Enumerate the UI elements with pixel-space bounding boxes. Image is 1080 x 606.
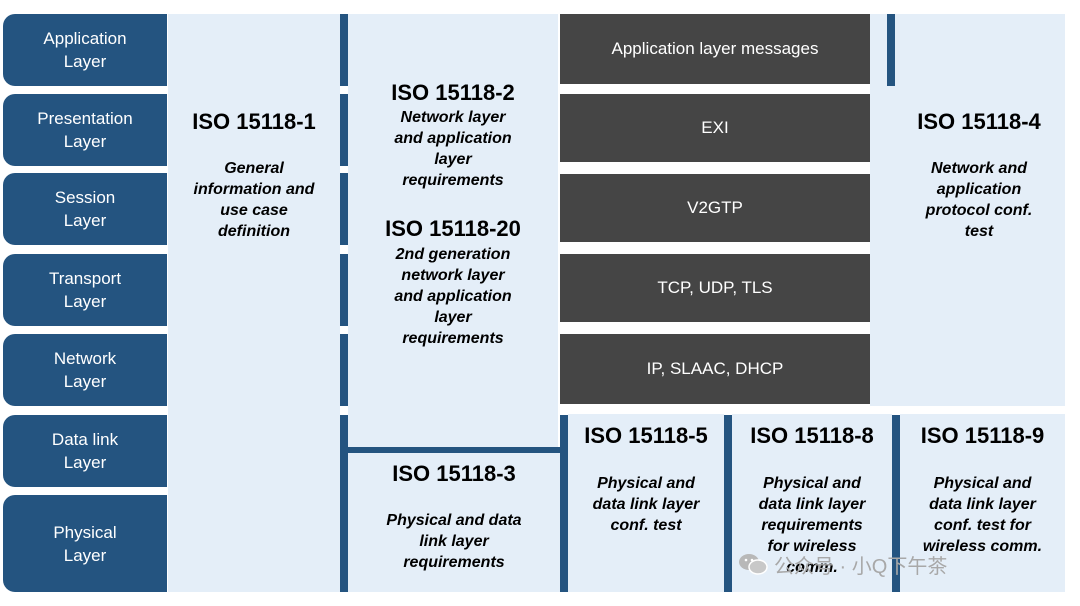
separator	[724, 415, 732, 592]
iso-15118-3-panel	[348, 453, 560, 592]
iso-15118-9-desc: Physical and data link layer conf. test …	[922, 475, 1043, 555]
separator	[887, 14, 895, 86]
separator	[340, 334, 348, 406]
iso-15118-8-title: ISO 15118-8	[750, 423, 874, 448]
separator	[340, 94, 348, 166]
osi-layer-application: Application Layer	[3, 14, 167, 86]
iso-15118-4-title: ISO 15118-4	[917, 109, 1041, 134]
separator	[340, 173, 348, 245]
iso-15118-9-title: ISO 15118-9	[920, 423, 1045, 448]
watermark-text: 公众号 · 小Q下午茶	[774, 555, 948, 578]
iso-15118-4-panel	[870, 14, 1065, 406]
watermark: 公众号 · 小Q下午茶	[738, 548, 947, 580]
separator	[560, 415, 568, 592]
protocol-v2gtp: V2GTP	[560, 174, 870, 242]
iso-15118-3-desc: Physical and data link layer requirement…	[386, 512, 522, 571]
protocol-transport: TCP, UDP, TLS	[560, 254, 870, 322]
osi-layer-presentation: Presentation Layer	[3, 94, 167, 166]
iso-15118-1-desc: General information and use case definit…	[193, 160, 315, 240]
iso-15118-9-panel	[900, 414, 1065, 592]
separator	[348, 447, 560, 453]
separator	[340, 254, 348, 326]
osi-layer-data-link: Data link Layer	[3, 415, 167, 487]
protocol-exi: EXI	[560, 94, 870, 162]
osi-layer-session: Session Layer	[3, 173, 167, 245]
osi-layer-physical: Physical Layer	[3, 495, 167, 592]
iso-15118-4-desc: Network and application protocol conf. t…	[925, 160, 1033, 240]
iso-15118-20-title: ISO 15118-20	[385, 216, 521, 241]
protocol-app-messages: Application layer messages	[560, 14, 870, 84]
separator	[892, 415, 900, 592]
osi-layer-transport: Transport Layer	[3, 254, 167, 326]
separator	[340, 14, 348, 86]
protocol-network: IP, SLAAC, DHCP	[560, 334, 870, 404]
iso-15118-8-desc: Physical and data link layer requirement…	[758, 475, 866, 576]
iso-15118-5-title: ISO 15118-5	[584, 423, 708, 448]
separator	[340, 415, 348, 592]
iso-15118-1-panel	[168, 14, 340, 592]
osi-layer-network: Network Layer	[3, 334, 167, 406]
wechat-icon	[738, 552, 768, 576]
iso-15118-3-title: ISO 15118-3	[392, 461, 516, 486]
iso-15118-20-desc: 2nd generation network layer and applica…	[394, 246, 512, 347]
iso-15118-2-20-panel	[348, 14, 558, 447]
iso-15118-5-desc: Physical and data link layer conf. test	[592, 475, 700, 534]
iso-15118-1-title: ISO 15118-1	[192, 109, 316, 134]
iso-15118-2-desc: Network layer and application layer requ…	[394, 109, 512, 189]
iso-15118-2-title: ISO 15118-2	[391, 80, 515, 105]
iso-15118-5-panel	[568, 414, 724, 592]
